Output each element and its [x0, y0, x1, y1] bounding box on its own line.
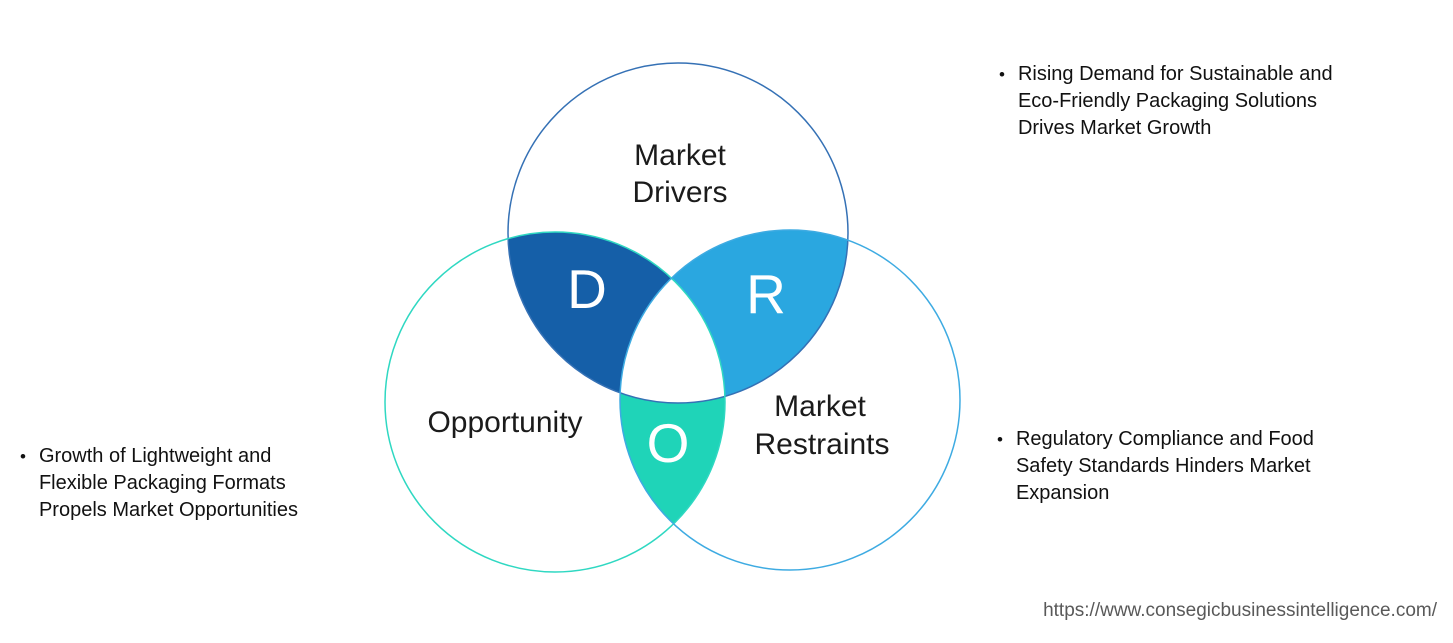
bullet-line: Flexible Packaging Formats [38, 472, 286, 494]
circle-market-restraints [619, 229, 961, 571]
letter-o: O [647, 412, 690, 474]
bullet-line: Rising Demand for Sustainable and [1017, 63, 1333, 85]
bullet-marker-icon: • [999, 65, 1005, 84]
bullet-line: Safety Standards Hinders Market [1015, 455, 1311, 477]
label-market-restraints-line2: Restraints [754, 428, 889, 461]
bullet-marker-icon: • [20, 447, 26, 466]
circle-market-drivers [507, 62, 849, 404]
label-market-drivers-line2: Drivers [633, 176, 728, 209]
circle-opportunity [384, 231, 726, 573]
label-market-drivers-line1: Market [634, 139, 726, 172]
source-url: https://www.consegicbusinessintelligence… [1043, 600, 1437, 621]
bullet-marker-icon: • [997, 430, 1003, 449]
bullet-line: Propels Market Opportunities [38, 499, 298, 521]
bullet-drivers: • Rising Demand for Sustainable and Eco-… [999, 61, 1333, 142]
bullet-drivers-text: Rising Demand for Sustainable and Eco-Fr… [1018, 61, 1333, 142]
bullet-line: Regulatory Compliance and Food [1015, 428, 1314, 450]
bullet-restraints: • Regulatory Compliance and Food Safety … [997, 426, 1314, 507]
label-opportunity: Opportunity [427, 406, 582, 439]
bullet-opportunity: • Growth of Lightweight and Flexible Pac… [20, 443, 298, 524]
bullet-line: Eco-Friendly Packaging Solutions [1017, 90, 1317, 112]
letter-r: R [746, 263, 786, 325]
label-market-restraints-line1: Market [774, 390, 866, 423]
bullet-line: Expansion [1015, 482, 1110, 504]
bullet-opportunity-text: Growth of Lightweight and Flexible Packa… [39, 443, 298, 524]
bullet-restraints-text: Regulatory Compliance and Food Safety St… [1016, 426, 1314, 507]
letter-d: D [567, 258, 607, 320]
bullet-line: Growth of Lightweight and [38, 445, 272, 467]
bullet-line: Drives Market Growth [1017, 117, 1212, 139]
